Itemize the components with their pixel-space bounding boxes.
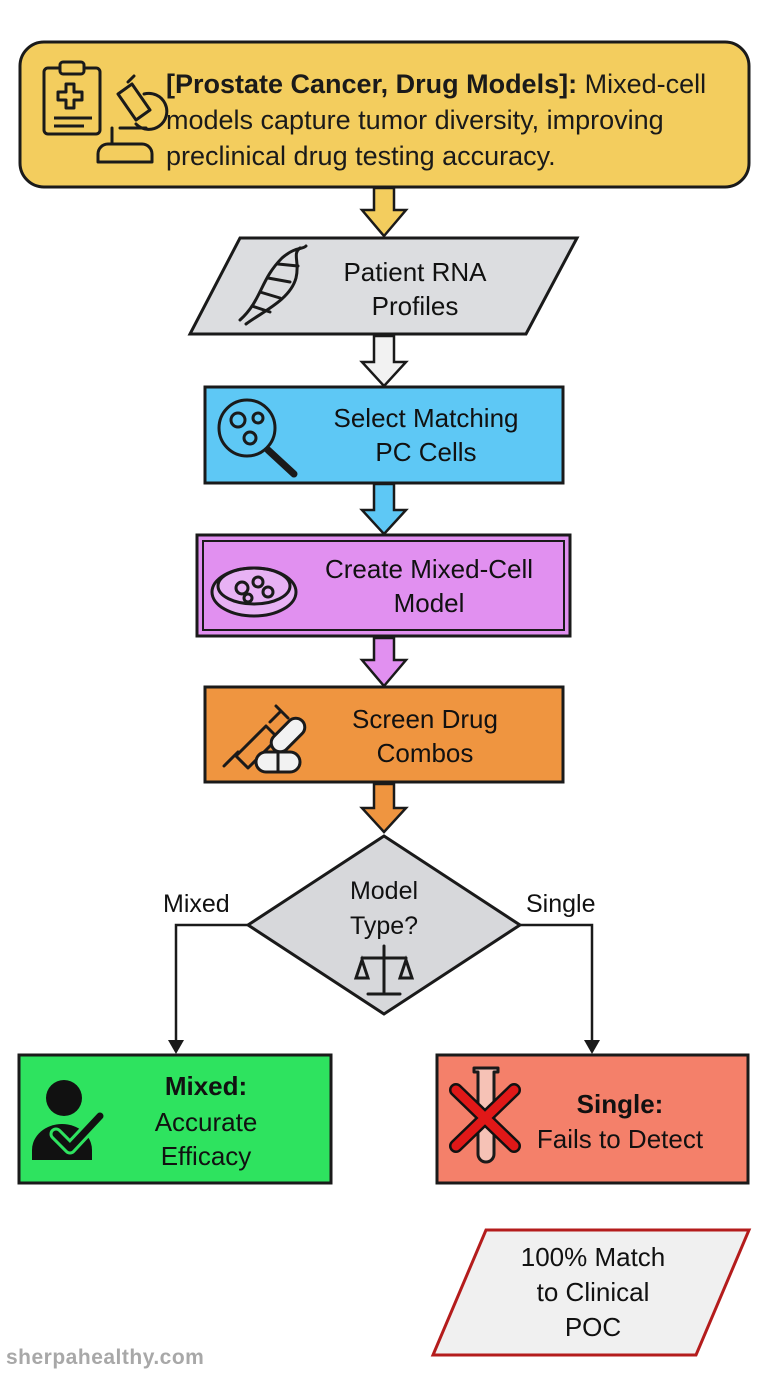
mixed-title: Mixed: <box>164 1071 248 1101</box>
create-label: Create Mixed-Cell Model <box>324 554 534 618</box>
header-text: [Prostate Cancer, Drug Models]: Mixed-ce… <box>166 66 751 174</box>
single-title: Single: <box>576 1089 664 1119</box>
dna-icon <box>238 244 308 326</box>
select-box <box>203 385 565 485</box>
arrow-screen-to-decision <box>359 782 409 834</box>
clipboard-icon <box>42 60 102 136</box>
mixed-text: Accurate Efficacy <box>154 1107 258 1171</box>
edge-label-single: Single <box>526 890 596 918</box>
create-box-inner-border <box>202 540 565 631</box>
decision-label: Model Type? <box>349 877 419 940</box>
decision-diamond <box>245 834 523 1016</box>
watermark: sherpahealthy.com <box>6 1346 205 1369</box>
arrow-header-to-rna <box>359 186 409 238</box>
arrow-rna-to-select <box>359 334 409 388</box>
edge-label-mixed: Mixed <box>163 890 230 918</box>
microscope-icon <box>96 74 169 164</box>
arrowhead-single <box>584 1040 600 1054</box>
arrowhead-mixed <box>168 1040 184 1054</box>
poc-box <box>430 1228 752 1357</box>
branch-line-single <box>520 923 594 1048</box>
mixed-box <box>17 1053 333 1185</box>
test-tube-x-icon <box>449 1066 521 1164</box>
person-check-icon <box>32 1080 107 1160</box>
petri-dish-icon <box>210 566 298 618</box>
rna-label: Patient RNA Profiles <box>343 257 487 321</box>
select-label: Select Matching PC Cells <box>333 403 519 467</box>
scale-icon <box>353 944 415 996</box>
single-text: Fails to Detect <box>536 1124 704 1154</box>
magnifier-cells-icon <box>217 398 298 478</box>
rna-box <box>187 236 580 336</box>
branch-line-mixed <box>174 923 248 1048</box>
screen-label: Screen Drug Combos <box>352 704 498 768</box>
arrow-create-to-screen <box>359 636 409 688</box>
arrow-select-to-create <box>359 482 409 536</box>
header-body: Mixed-cell models capture tumor diversit… <box>166 69 707 171</box>
syringe-pill-icon <box>222 704 307 774</box>
poc-label: 100% Match to Clinical POC <box>520 1242 666 1342</box>
header-bold: [Prostate Cancer, Drug Models]: <box>166 69 578 99</box>
